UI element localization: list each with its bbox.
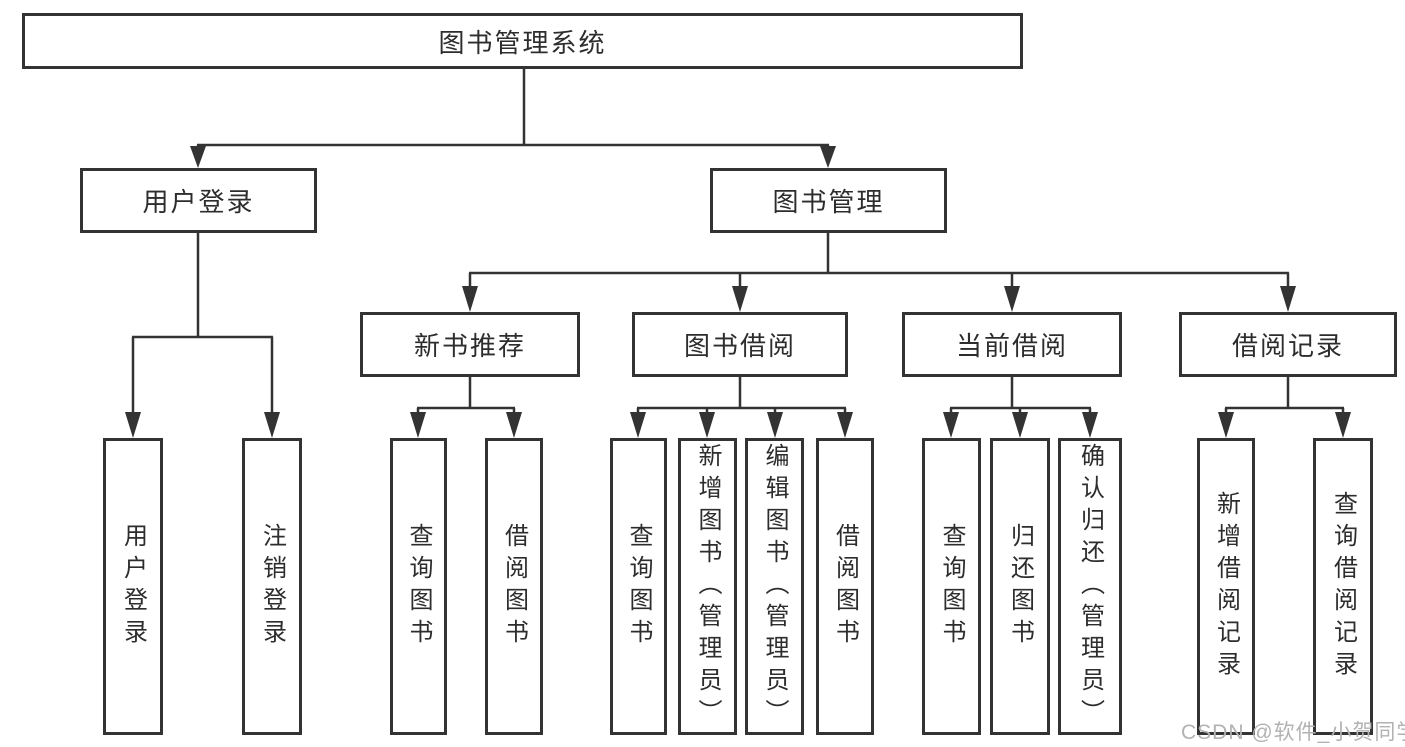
node-book-borrow: 图书借阅 [632,312,848,377]
leaf-logout: 注销登录 [242,438,302,735]
node-current-borrow-label: 当前借阅 [955,331,1068,361]
node-root-system: 图书管理系统 [22,13,1023,69]
watermark: CSDN @软件_小贺同学 [1181,721,1405,744]
node-root-label: 图书管理系统 [438,27,607,58]
arrowheads [125,146,1351,438]
node-new-book-recommend-label: 新书推荐 [413,331,526,361]
leaf-borrow-books: 借阅图书 [816,438,874,735]
leaf-add-books-admin: 新增图书（管理员） [678,438,737,735]
leaf-return-books: 归还图书 [990,438,1050,735]
leaf-edit-books-admin: 编辑图书（管理员） [745,438,804,735]
node-book-management-label: 图书管理 [772,187,885,217]
leaf-confirm-return-admin: 确认归还（管理员） [1058,438,1122,735]
node-user-login-label: 用户登录 [142,187,255,217]
leaf-add-borrow-record: 新增借阅记录 [1197,438,1255,735]
node-borrow-records-label: 借阅记录 [1231,331,1344,361]
leaf-borrow-books-recommend: 借阅图书 [485,438,543,735]
leaf-query-books-borrow: 查询图书 [610,438,667,735]
node-borrow-records: 借阅记录 [1179,312,1397,377]
leaf-user-login: 用户登录 [103,438,163,735]
node-book-management: 图书管理 [710,168,947,233]
leaf-query-borrow-record: 查询借阅记录 [1313,438,1373,735]
leaf-query-books-recommend: 查询图书 [390,438,447,735]
node-current-borrow: 当前借阅 [902,312,1122,377]
node-user-login: 用户登录 [80,168,317,233]
node-book-borrow-label: 图书借阅 [683,331,796,361]
node-new-book-recommend: 新书推荐 [360,312,580,377]
leaf-query-books-current: 查询图书 [922,438,981,735]
